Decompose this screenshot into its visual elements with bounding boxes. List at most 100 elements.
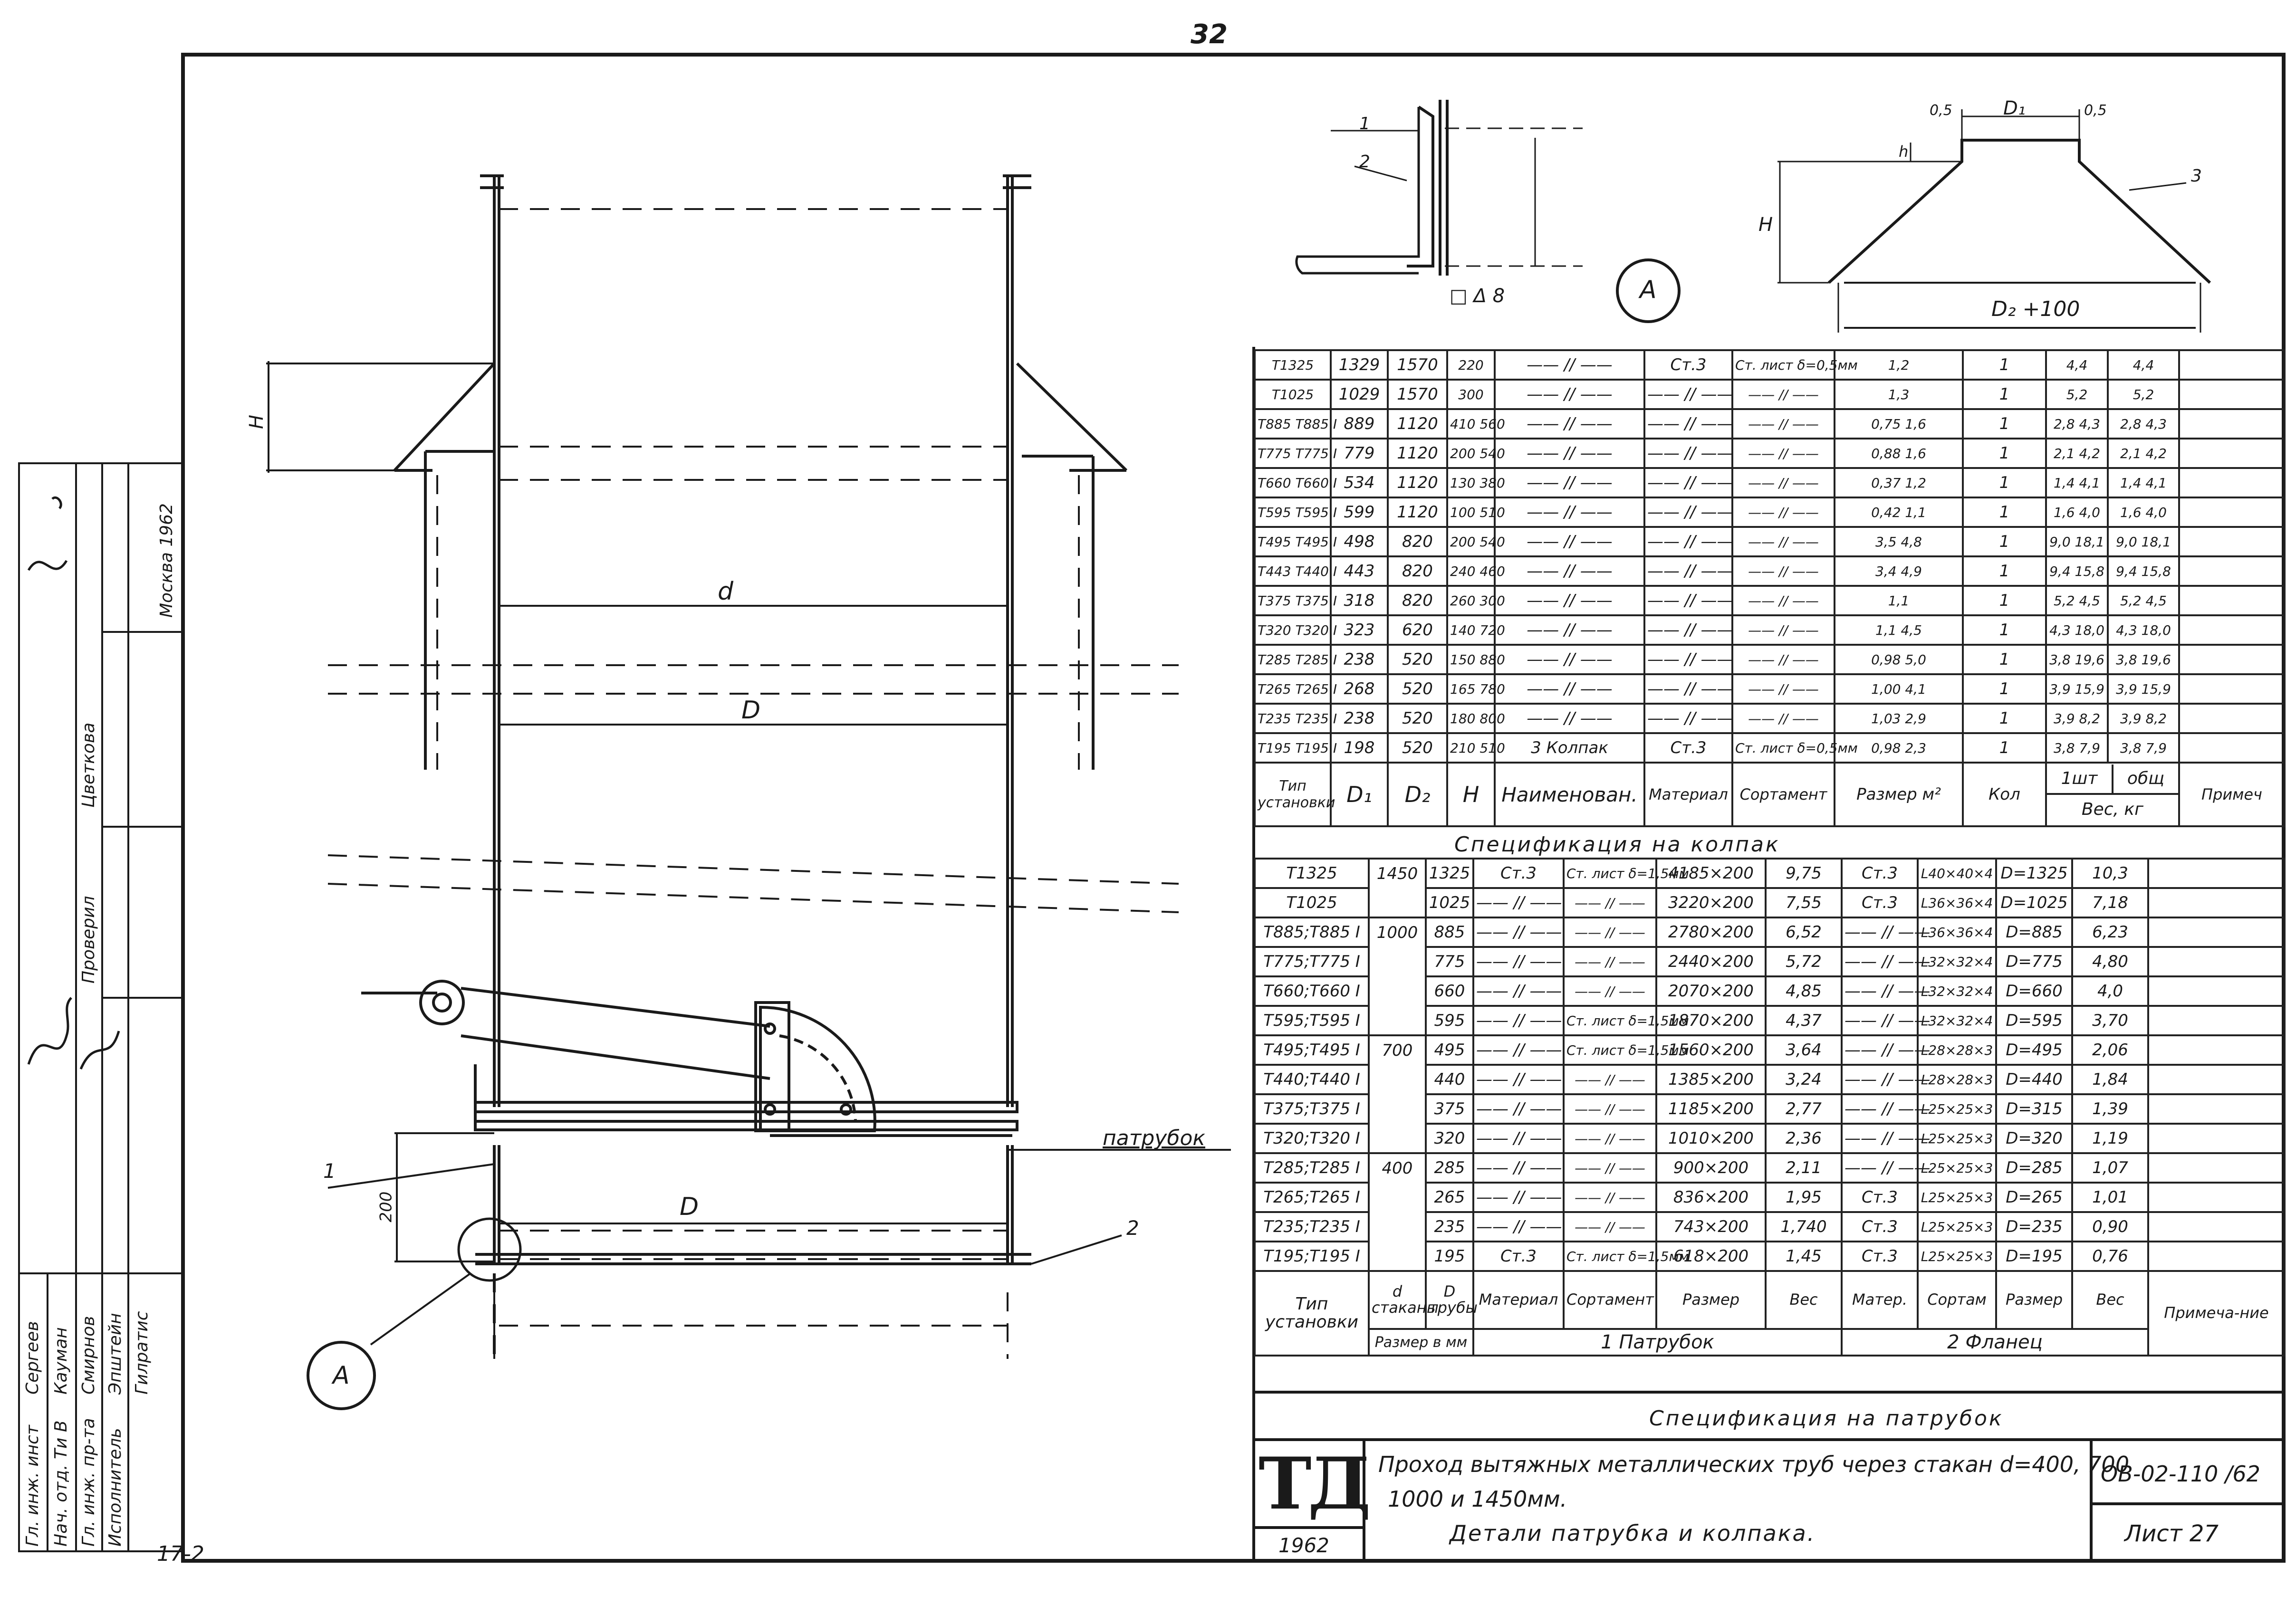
cap-cell: 4,3 18,0 [2045, 614, 2109, 646]
pipe-cell: Ст.3 [1841, 1241, 1919, 1272]
pipe-cell: 400 [1368, 1152, 1427, 1183]
cap-cell: 4,4 [2045, 349, 2109, 381]
cap-cell: 1 [1962, 526, 2047, 557]
pipe-cell: 1325 [1425, 858, 1474, 889]
cap-cell-note [2178, 673, 2286, 705]
cap-hdr-size: Размер м² [1834, 762, 1964, 827]
pipe-cell-note [2147, 1064, 2286, 1095]
cap-cell: 1,03 2,9 [1834, 703, 1964, 734]
dim-200-label: 200 [376, 1191, 396, 1223]
cap-cell: 165 780 [1446, 673, 1505, 705]
pipe-cell-note [2147, 858, 2286, 889]
pipe-hdr-sortam2: Сортам [1917, 1270, 1997, 1330]
stamp-checked: Проверил [79, 896, 98, 984]
pipe-cell: —— // —— [1563, 917, 1657, 948]
cap-cell: 1 [1962, 408, 2047, 439]
cap-cell: 5,2 [2045, 379, 2109, 410]
cap-cell: T443 T440 I [1254, 555, 1337, 587]
cap-cell: 1,3 [1834, 379, 1964, 410]
pipe-table-caption: Спецификация на патрубок [1649, 1406, 2004, 1431]
cap-cell: 599 [1330, 497, 1389, 528]
cap-cell: 300 [1446, 379, 1496, 410]
pipe-cell: 1,07 [2071, 1152, 2149, 1184]
pipe-hdr-weight: Вес [1765, 1270, 1843, 1330]
pipe-hdr-mater2: Матер. [1841, 1270, 1919, 1330]
cap-cell: 534 [1330, 467, 1389, 498]
cap-cell: 443 [1330, 555, 1389, 587]
pipe-cell: 1,740 [1765, 1211, 1843, 1242]
cap-cell: 200 540 [1446, 526, 1505, 557]
patrubok-label: патрубок [1103, 1126, 1205, 1150]
pipe-cell: —— // —— [1472, 1064, 1565, 1095]
cap-cell: 1 [1962, 349, 2047, 381]
cap-cell: T375 T375 I [1254, 585, 1337, 616]
pipe-cell: 1010×200 [1655, 1123, 1767, 1154]
cap-cell: 3,5 4,8 [1834, 526, 1964, 557]
cap-05-right-label: 0,5 [2084, 102, 2107, 119]
cap-cell-note [2178, 585, 2286, 616]
cap-cell: 180 800 [1446, 703, 1505, 734]
cap-cell: 1029 [1330, 379, 1389, 410]
cap-cell: 238 [1330, 644, 1389, 675]
cap-cell-note [2178, 379, 2286, 410]
pipe-cell: 595 [1425, 1005, 1474, 1036]
cap-cell: —— // —— [1643, 497, 1733, 528]
D-lower-label: D [680, 1193, 699, 1221]
pipe-cell-note [2147, 946, 2286, 977]
pipe-cell: Ст. лист δ=1,5мм [1563, 1034, 1689, 1066]
pipe-cell-note [2147, 887, 2286, 918]
cap-cell-note [2178, 497, 2286, 528]
cap-hdr-h: H [1446, 762, 1496, 827]
detailA-circle-label: A [1640, 276, 1657, 304]
bottom-mark: 17-2 [157, 1542, 204, 1566]
cap-cell: Ст. лист δ=0,5мм [1731, 349, 1858, 381]
cap-cell: 3,8 19,6 [2107, 644, 2180, 675]
stamp-city: Москва 1962 [157, 503, 176, 618]
pipe-cell: D=495 [1995, 1034, 2073, 1066]
pipe-cell: 265 [1425, 1182, 1474, 1213]
pipe-cell: D=595 [1995, 1005, 2073, 1036]
pipe-hdr-d-stakan: d стаканы [1368, 1270, 1439, 1330]
cap-cell: 140 720 [1446, 614, 1505, 646]
pipe-cell: L36×36×4 [1917, 887, 1997, 918]
cap-cell: T265 T265 I [1254, 673, 1337, 705]
cap-cell: —— // —— [1494, 497, 1645, 528]
cap-cell: —— // —— [1643, 703, 1733, 734]
pipe-cell: D=265 [1995, 1182, 2073, 1213]
cap-cell: 820 [1387, 555, 1448, 587]
cap-cell: 238 [1330, 703, 1389, 734]
cap-cell: 1120 [1387, 497, 1448, 528]
pipe-cell: 1185×200 [1655, 1093, 1767, 1125]
page-number: 32 [1191, 19, 1228, 50]
pipe-cell: D=315 [1995, 1093, 2073, 1125]
pipe-cell: 3220×200 [1655, 887, 1767, 918]
pipe-cell: 1560×200 [1655, 1034, 1767, 1066]
pipe-cell: —— // —— [1472, 1123, 1565, 1154]
stamp-name-3: Смирнов [79, 1316, 98, 1395]
stamp-author: Цветкова [79, 722, 98, 808]
pipe-cell: 743×200 [1655, 1211, 1767, 1242]
cap-cell: 0,98 2,3 [1834, 732, 1964, 764]
pipe-hdr-size2: Размер [1995, 1270, 2073, 1330]
cap-cell: T885 T885 I [1254, 408, 1337, 439]
pipe-cell [1368, 947, 1427, 976]
pipe-cell: —— // —— [1841, 1093, 1931, 1125]
pipe-cell: 6,23 [2071, 917, 2149, 948]
pipe-cell: —— // —— [1563, 1182, 1657, 1213]
pipe-cell: 2,36 [1765, 1123, 1843, 1154]
cap-cell: 210 510 [1446, 732, 1505, 764]
pipe-hdr-type: Тип установки [1254, 1270, 1370, 1357]
cap-cell: T660 T660 I [1254, 467, 1337, 498]
cap-cell: —— // —— [1494, 379, 1645, 410]
cap-cell: T775 T775 I [1254, 438, 1337, 469]
cap-cell: 3,9 15,9 [2107, 673, 2180, 705]
pipe-cell [1368, 976, 1427, 1006]
pipe-cell: 836×200 [1655, 1182, 1767, 1213]
cap-cell: —— // —— [1731, 379, 1835, 410]
cap-cell: 198 [1330, 732, 1389, 764]
callout-2: 2 [1126, 1216, 1139, 1240]
